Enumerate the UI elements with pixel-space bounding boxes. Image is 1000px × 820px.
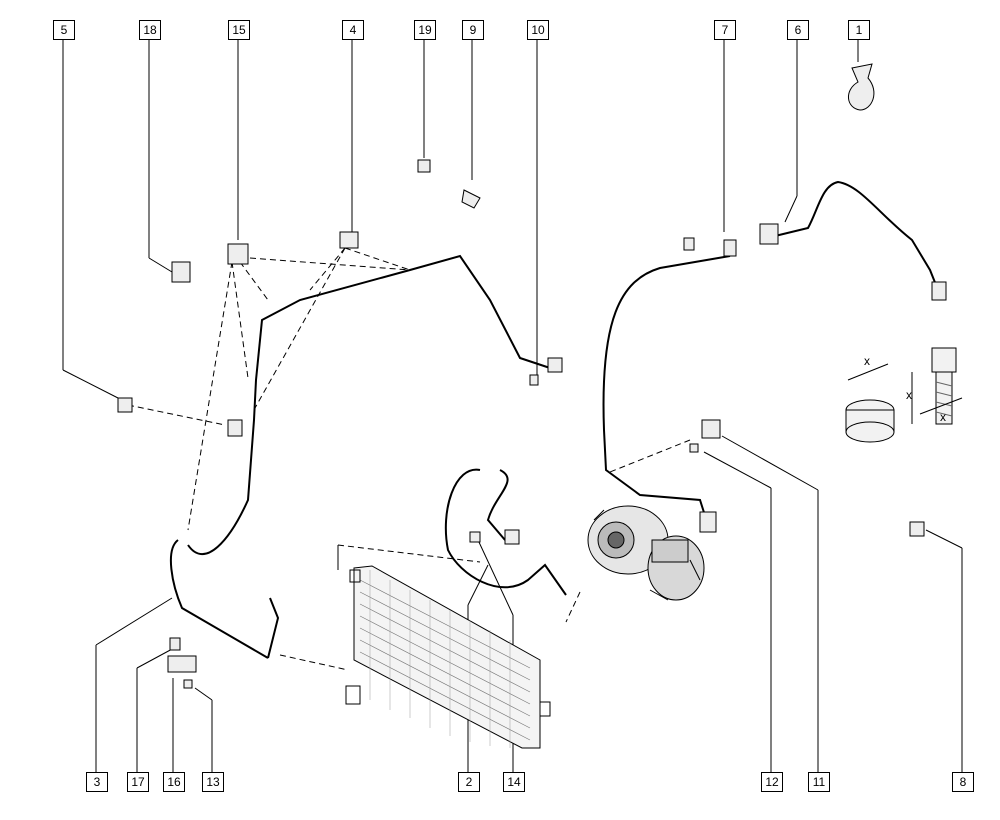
callout-19: 19 [414, 20, 436, 40]
fittings [117, 63, 947, 689]
callout-10: 10 [527, 20, 549, 40]
callout-7: 7 [714, 20, 736, 40]
callout-13: 13 [202, 772, 224, 792]
callout-5: 5 [53, 20, 75, 40]
dimension-label-nut: x [864, 354, 870, 368]
callout-18: 18 [139, 20, 161, 40]
callout-4: 4 [342, 20, 364, 40]
dimension-label-bolt-length: x [906, 388, 912, 402]
fastener-dimension-drawing [845, 347, 963, 443]
assembly-dashed-lines [127, 247, 691, 671]
callout-1: 1 [848, 20, 870, 40]
compressor [587, 505, 705, 601]
callout-11: 11 [808, 772, 830, 792]
callout-8: 8 [952, 772, 974, 792]
callout-12: 12 [761, 772, 783, 792]
condenser [337, 545, 551, 749]
callout-17: 17 [127, 772, 149, 792]
dimension-label-bolt-width: x [940, 410, 946, 424]
leader-lines [62, 38, 963, 772]
callout-15: 15 [228, 20, 250, 40]
pipes [170, 180, 941, 659]
callout-9: 9 [462, 20, 484, 40]
callout-2: 2 [458, 772, 480, 792]
callout-6: 6 [787, 20, 809, 40]
callout-3: 3 [86, 772, 108, 792]
callout-16: 16 [163, 772, 185, 792]
callout-14: 14 [503, 772, 525, 792]
